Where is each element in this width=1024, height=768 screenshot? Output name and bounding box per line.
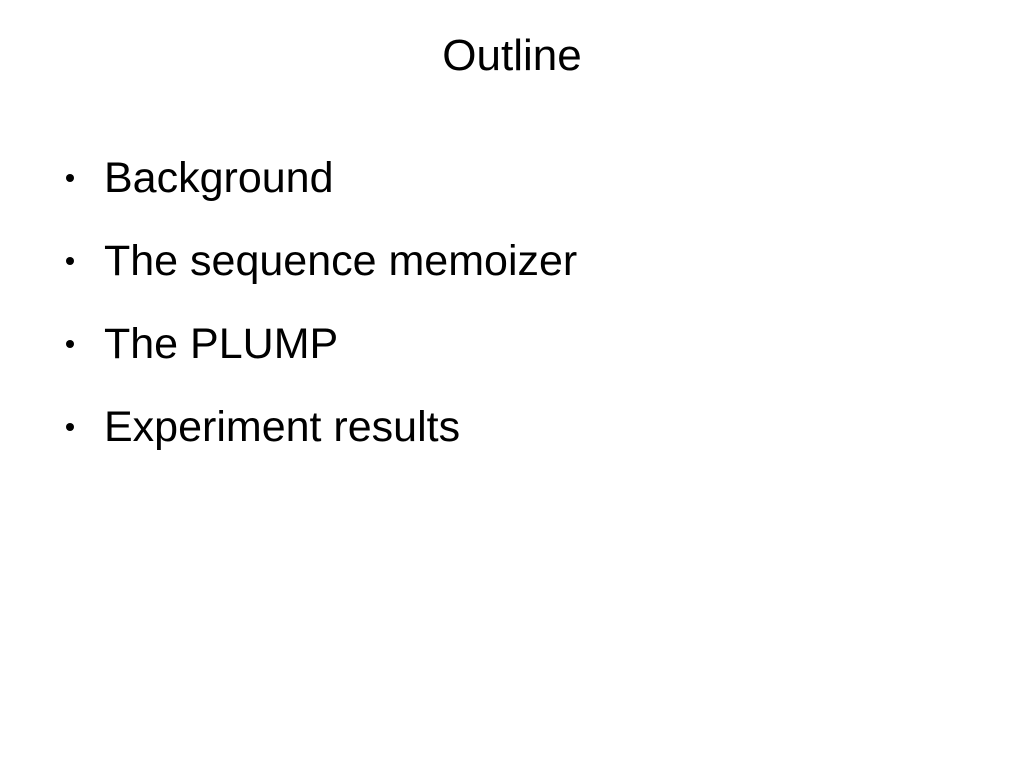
bullet-icon <box>66 256 74 265</box>
bullet-icon <box>66 339 74 348</box>
bullet-text: Background <box>104 153 334 202</box>
bullet-text: Experiment results <box>104 402 461 451</box>
bullet-text: The PLUMP <box>104 319 339 368</box>
list-item: The PLUMP <box>58 302 577 385</box>
list-item: The sequence memoizer <box>58 219 577 302</box>
bullet-text: The sequence memoizer <box>104 236 578 285</box>
list-item: Background <box>58 136 577 219</box>
bullet-icon <box>66 422 74 431</box>
bullet-icon <box>66 173 74 182</box>
list-item: Experiment results <box>58 385 577 468</box>
bullet-list: Background The sequence memoizer The PLU… <box>58 136 577 468</box>
slide-title: Outline <box>442 31 582 80</box>
